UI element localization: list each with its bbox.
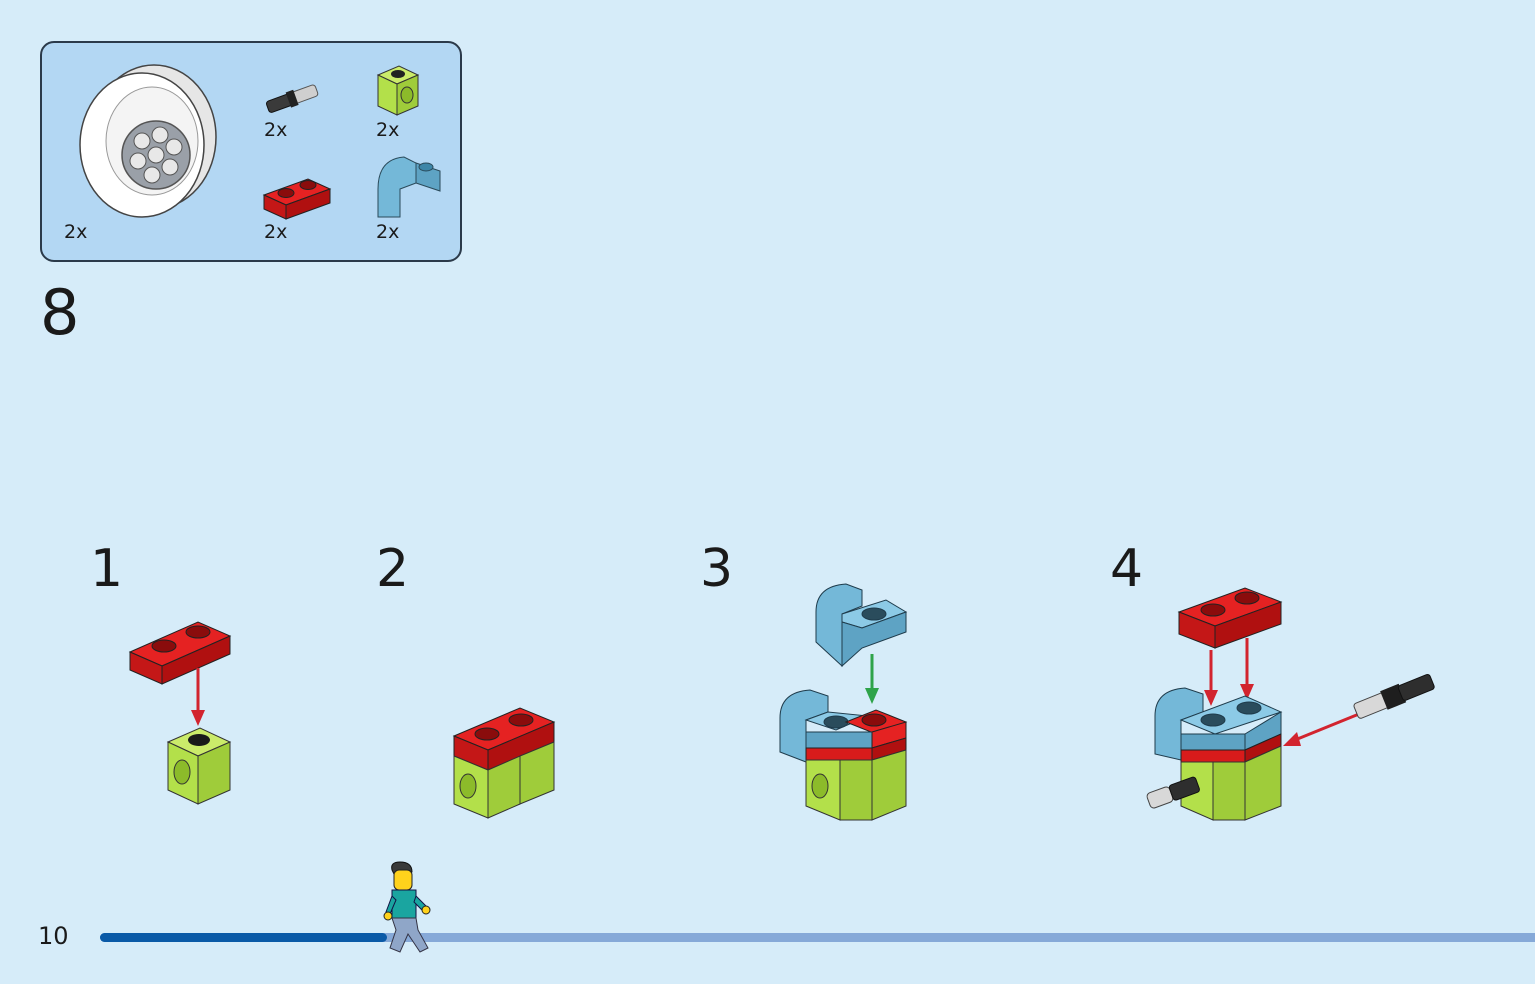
sub-step-number: 4 (1110, 539, 1144, 599)
progress-bar-fill (100, 933, 387, 942)
sub-step-1-illustration (128, 621, 232, 805)
wheel-qty: 2x (64, 221, 88, 243)
progress-bar (100, 933, 1535, 942)
blue-slope-part-icon (377, 156, 441, 218)
minifigure-walker-icon (383, 861, 431, 953)
blue-slope-qty: 2x (376, 221, 400, 243)
main-step-number: 8 (40, 276, 80, 349)
sub-step-number: 3 (700, 539, 734, 599)
sub-step-3-illustration (779, 583, 908, 821)
parts-list-box: 2x 2x 2x 2x 2x (40, 41, 462, 262)
wheel-part-icon (79, 64, 217, 218)
axle-pin-part-icon (265, 84, 319, 113)
red-plate-part-icon (262, 178, 332, 220)
red-plate-qty: 2x (264, 221, 288, 243)
sub-step-number: 1 (90, 539, 124, 599)
lime-brick-part-icon (376, 65, 420, 116)
page-number: 10 (38, 922, 69, 950)
sub-step-2-illustration (452, 707, 556, 819)
sub-step-4-illustration (1146, 587, 1435, 821)
axle-pin-qty: 2x (264, 119, 288, 141)
lime-brick-qty: 2x (376, 119, 400, 141)
sub-step-number: 2 (376, 539, 410, 599)
